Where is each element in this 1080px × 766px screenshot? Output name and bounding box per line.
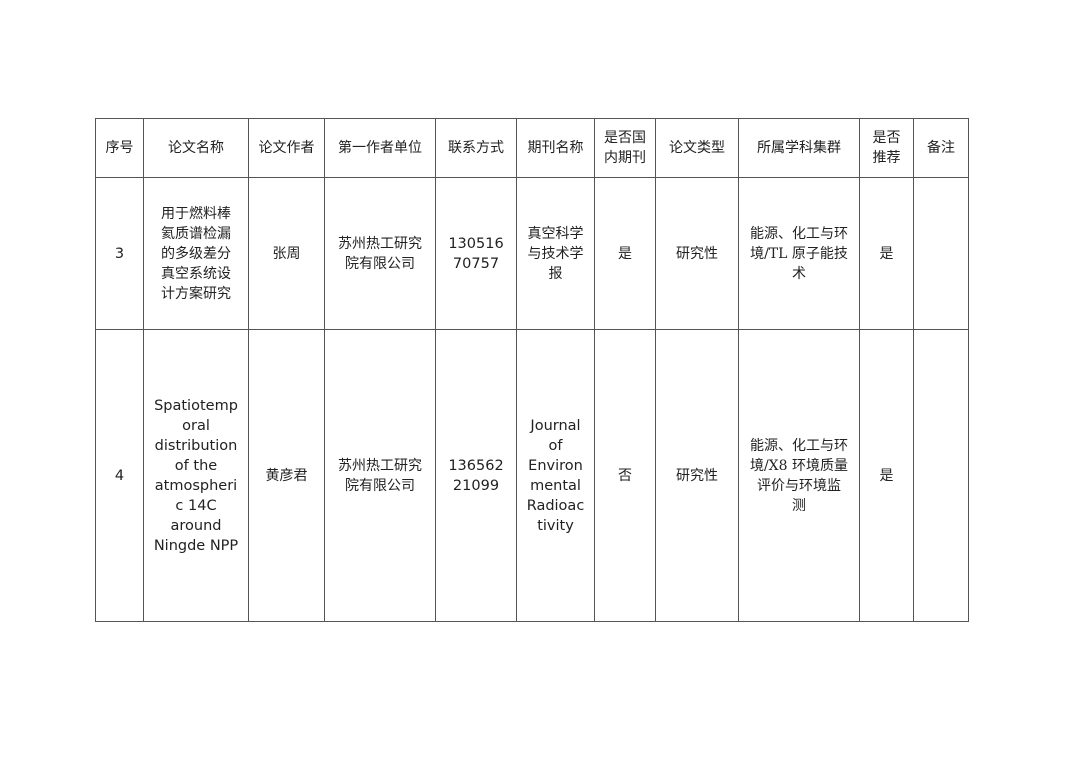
cell-discipline: 能源、化工与环 境/TL 原子能技 术 — [738, 177, 860, 330]
cell-title: Spatiotemp oral distribution of the atmo… — [143, 329, 249, 622]
table-row: 3 用于燃料棒 氦质谱检漏 的多级差分 真空系统设 计方案研究 张周 苏州热工研… — [95, 177, 969, 330]
header-domestic: 是否国 内期刊 — [594, 118, 656, 178]
cell-contact: 136562 21099 — [435, 329, 517, 622]
header-title: 论文名称 — [143, 118, 249, 178]
cell-no: 3 — [95, 177, 144, 330]
header-contact: 联系方式 — [435, 118, 517, 178]
cell-remark — [913, 177, 969, 330]
header-unit: 第一作者单位 — [324, 118, 436, 178]
header-recommend: 是否 推荐 — [859, 118, 914, 178]
header-row: 序号 论文名称 论文作者 第一作者单位 联系方式 期刊名称 是否国 内期刊 论文… — [95, 118, 969, 178]
cell-recommend: 是 — [859, 329, 914, 622]
cell-title: 用于燃料棒 氦质谱检漏 的多级差分 真空系统设 计方案研究 — [143, 177, 249, 330]
cell-contact: 130516 70757 — [435, 177, 517, 330]
header-discipline: 所属学科集群 — [738, 118, 860, 178]
header-journal: 期刊名称 — [516, 118, 595, 178]
header-author: 论文作者 — [248, 118, 325, 178]
cell-author: 张周 — [248, 177, 325, 330]
cell-author: 黄彦君 — [248, 329, 325, 622]
header-no: 序号 — [95, 118, 144, 178]
cell-journal: 真空科学 与技术学 报 — [516, 177, 595, 330]
cell-remark — [913, 329, 969, 622]
header-remark: 备注 — [913, 118, 969, 178]
cell-journal: Journal of Environ mental Radioac tivity — [516, 329, 595, 622]
cell-unit: 苏州热工研究 院有限公司 — [324, 329, 436, 622]
cell-type: 研究性 — [655, 177, 739, 330]
table-row: 4 Spatiotemp oral distribution of the at… — [95, 329, 969, 622]
cell-recommend: 是 — [859, 177, 914, 330]
cell-no: 4 — [95, 329, 144, 622]
cell-domestic: 否 — [594, 329, 656, 622]
paper-table: 序号 论文名称 论文作者 第一作者单位 联系方式 期刊名称 是否国 内期刊 论文… — [95, 118, 969, 622]
cell-type: 研究性 — [655, 329, 739, 622]
cell-unit: 苏州热工研究 院有限公司 — [324, 177, 436, 330]
cell-discipline: 能源、化工与环 境/X8 环境质量 评价与环境监 测 — [738, 329, 860, 622]
cell-domestic: 是 — [594, 177, 656, 330]
header-type: 论文类型 — [655, 118, 739, 178]
